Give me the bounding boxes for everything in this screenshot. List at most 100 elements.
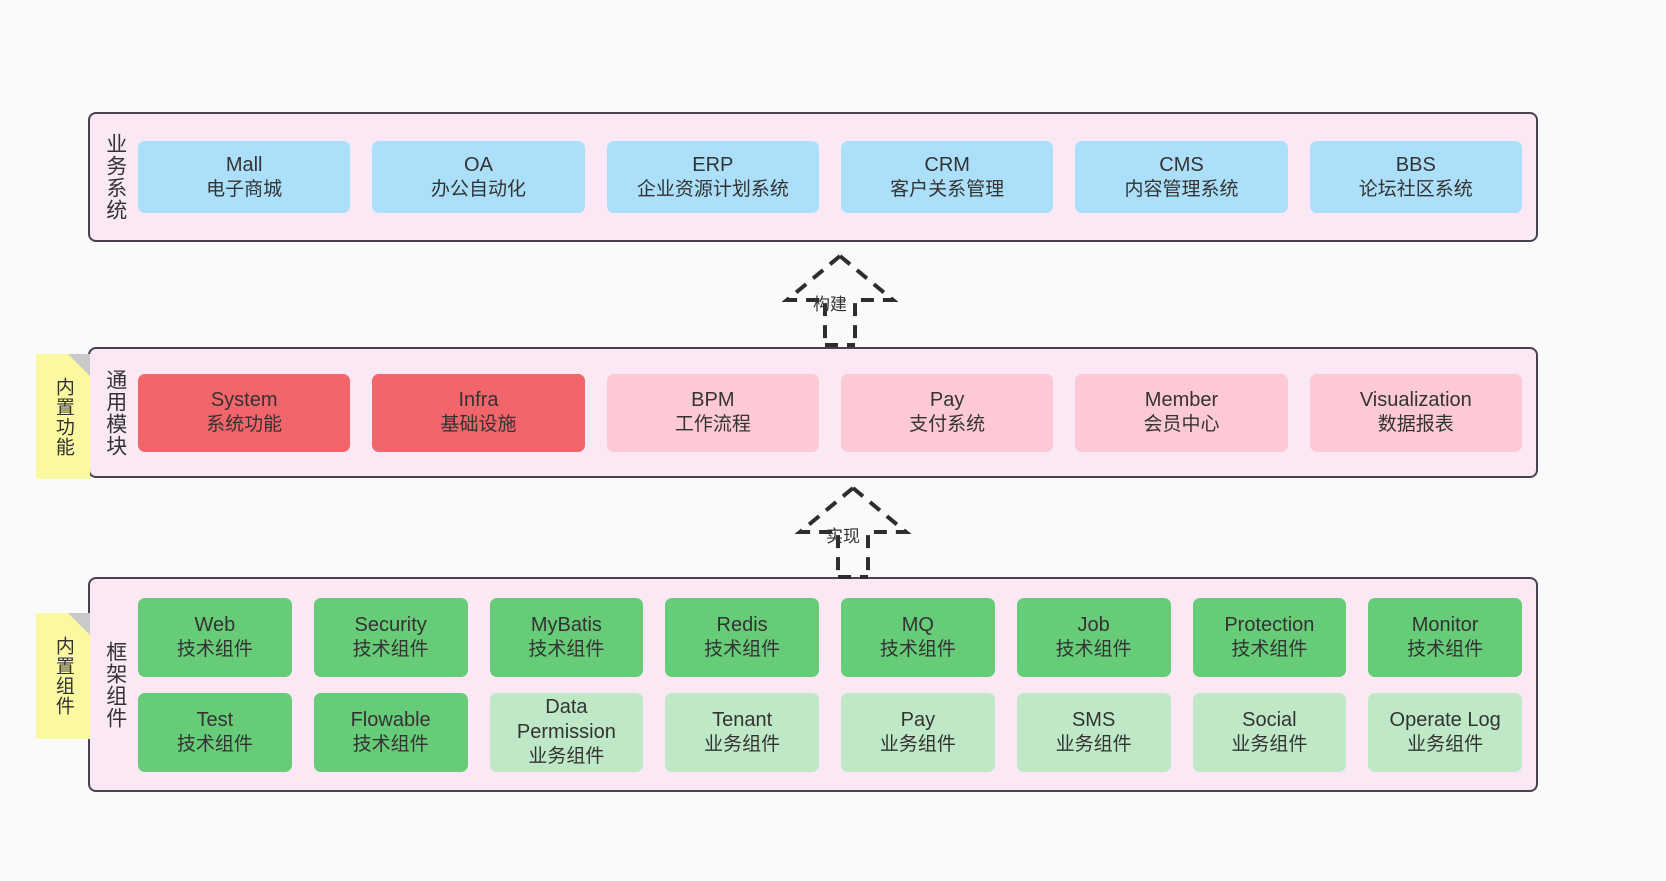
layer-framework-components: 框架组件 Web 技术组件 Security 技术组件 MyBatis 技术组件… [88,577,1538,792]
layer-business-system: 业务系统 Mall 电子商城 OA 办公自动化 ERP 企业资源计划系统 CRM… [88,112,1538,242]
card-title-cn: 业务组件 [528,746,605,768]
card-title-en: CRM [924,153,970,176]
dashed-hollow-arrow-icon [781,254,899,347]
card-infra[interactable]: Infra 基础设施 [372,373,585,452]
card-mybatis[interactable]: MyBatis 技术组件 [489,597,644,677]
card-monitor[interactable]: Monitor 技术组件 [1368,597,1522,677]
card-mq[interactable]: MQ 技术组件 [841,597,995,677]
card-title-cn: 技术组件 [1055,638,1132,660]
card-title-cn: 技术组件 [176,638,253,660]
card-title-en: Security [354,613,427,636]
card-title-en: Social [1242,708,1297,731]
card-title-en: MyBatis [530,613,602,636]
card-member[interactable]: Member 会员中心 [1075,373,1288,452]
card-title-cn: 业务组件 [879,733,956,755]
sticky-fold-corner-icon [68,354,90,376]
card-row: Mall 电子商城 OA 办公自动化 ERP 企业资源计划系统 CRM 客户关系… [138,141,1522,213]
card-title-cn: 基础设施 [440,414,517,436]
card-row: System 系统功能 Infra 基础设施 BPM 工作流程 Pay 支付系统… [138,373,1522,452]
card-title-cn: 技术组件 [352,733,429,755]
card-flowable[interactable]: Flowable 技术组件 [313,692,468,772]
card-title-en: Web [194,613,236,636]
card-title-en: SMS [1071,708,1116,731]
card-security[interactable]: Security 技术组件 [313,597,468,677]
card-job[interactable]: Job 技术组件 [1016,597,1171,677]
card-title-en: Monitor [1411,613,1479,636]
card-title-en: Operate Log [1389,708,1501,731]
card-cms[interactable]: CMS 内容管理系统 [1075,141,1288,213]
layer-body-framework-components: Web 技术组件 Security 技术组件 MyBatis 技术组件 Redi… [134,579,1536,790]
card-title-cn: 业务组件 [1407,733,1484,755]
card-title-cn: 技术组件 [176,733,253,755]
card-title-cn: 办公自动化 [430,178,526,200]
card-redis[interactable]: Redis 技术组件 [665,597,819,677]
card-title-cn: 系统功能 [206,414,283,436]
card-title-cn: 企业资源计划系统 [636,178,789,200]
card-title-en: Data Permission [516,696,616,744]
card-erp[interactable]: ERP 企业资源计划系统 [606,141,819,213]
card-title-en: Pay [929,389,965,412]
card-protection[interactable]: Protection 技术组件 [1192,597,1347,677]
card-bpm[interactable]: BPM 工作流程 [606,373,819,452]
card-title-en: Tenant [712,708,773,731]
layer-title-framework-components: 框架组件 [103,640,127,729]
sticky-note-builtin-components: 内置组件 [36,613,90,739]
connector-label-build: 构建 [813,295,847,314]
card-web[interactable]: Web 技术组件 [138,597,292,677]
card-row: Web 技术组件 Security 技术组件 MyBatis 技术组件 Redi… [138,597,1522,677]
card-title-cn: 论坛社区系统 [1358,178,1473,200]
card-title-en: System [210,389,278,412]
card-title-en: Pay [900,708,936,731]
layer-title-business-system: 业务系统 [103,133,127,221]
card-title-en: Protection [1224,613,1315,636]
dashed-hollow-arrow-icon [794,486,912,579]
card-system[interactable]: System 系统功能 [138,373,351,452]
card-oa[interactable]: OA 办公自动化 [372,141,585,213]
card-pay-component[interactable]: Pay 业务组件 [841,692,995,772]
card-title-cn: 技术组件 [352,638,429,660]
card-mall[interactable]: Mall 电子商城 [138,141,351,213]
card-title-cn: 工作流程 [674,414,751,436]
card-title-cn: 客户关系管理 [890,178,1005,200]
card-tenant[interactable]: Tenant 业务组件 [665,692,819,772]
layer-body-business-system: Mall 电子商城 OA 办公自动化 ERP 企业资源计划系统 CRM 客户关系… [134,114,1536,240]
card-title-cn: 业务组件 [704,733,781,755]
sticky-fold-corner-icon [68,613,90,635]
card-crm[interactable]: CRM 客户关系管理 [840,141,1054,213]
card-title-cn: 电子商城 [206,178,283,200]
card-data-permission[interactable]: Data Permission 业务组件 [489,692,644,772]
card-test[interactable]: Test 技术组件 [138,692,292,772]
card-row: Test 技术组件 Flowable 技术组件 Data Permission … [138,692,1522,772]
card-pay-module[interactable]: Pay 支付系统 [840,373,1054,452]
card-title-en: Flowable [350,708,431,731]
layer-common-modules: 通用模块 System 系统功能 Infra 基础设施 BPM 工作流程 Pay… [88,347,1538,478]
card-title-en: Member [1144,389,1219,412]
card-title-en: OA [464,153,493,176]
layer-body-common-modules: System 系统功能 Infra 基础设施 BPM 工作流程 Pay 支付系统… [134,349,1536,476]
card-title-cn: 会员中心 [1143,414,1220,436]
card-title-en: BBS [1395,153,1436,176]
card-title-cn: 支付系统 [909,414,986,436]
sticky-note-label: 内置功能 [52,376,74,457]
card-title-en: Mall [225,153,263,176]
sticky-note-builtin-features: 内置功能 [36,354,90,479]
card-bbs[interactable]: BBS 论坛社区系统 [1309,141,1522,213]
card-visualization[interactable]: Visualization 数据报表 [1309,373,1522,452]
connector-label-implement: 实现 [826,527,860,546]
card-title-cn: 数据报表 [1377,414,1454,436]
card-title-cn: 业务组件 [1231,733,1308,755]
layer-title-common-modules: 通用模块 [103,368,127,457]
card-operate-log[interactable]: Operate Log 业务组件 [1368,692,1522,772]
card-title-cn: 技术组件 [879,638,956,660]
card-title-cn: 技术组件 [1407,638,1484,660]
card-title-en: BPM [691,389,735,412]
card-title-cn: 内容管理系统 [1124,178,1239,200]
card-sms[interactable]: SMS 业务组件 [1016,692,1171,772]
card-social[interactable]: Social 业务组件 [1192,692,1347,772]
card-title-en: Job [1077,613,1110,636]
card-title-en: CMS [1159,153,1204,176]
card-title-en: Test [196,708,234,731]
card-title-cn: 技术组件 [704,638,781,660]
card-title-cn: 业务组件 [1055,733,1132,755]
